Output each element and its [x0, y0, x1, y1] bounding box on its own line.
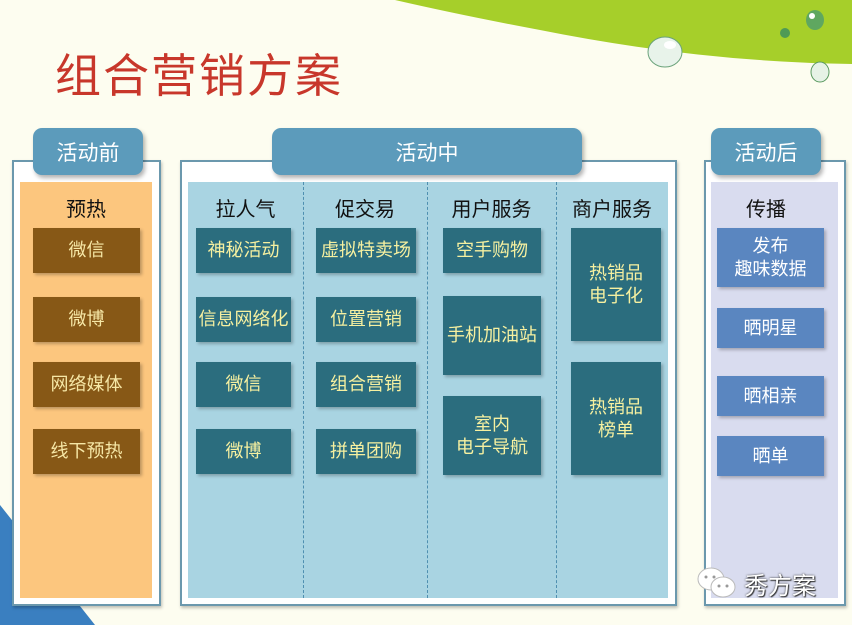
item-box: 空手购物 — [443, 228, 541, 273]
column-divider — [556, 182, 557, 598]
item-box: 网络媒体 — [33, 362, 140, 407]
watermark: 秀方案 — [744, 572, 816, 600]
page-title: 组合营销方案 — [55, 49, 343, 103]
item-box: 信息网络化 — [196, 297, 291, 342]
tab-after: 活动后 — [711, 128, 821, 175]
tab-during: 活动中 — [272, 128, 582, 175]
column-header: 促交易 — [335, 197, 395, 221]
item-box: 晒相亲 — [717, 376, 824, 416]
item-box: 线下预热 — [33, 429, 140, 474]
column-header: 预热 — [66, 197, 106, 221]
column-divider — [427, 182, 428, 598]
item-box: 拼单团购 — [316, 429, 416, 474]
item-box: 微博 — [33, 297, 140, 342]
wechat-icon — [697, 567, 736, 598]
item-box: 组合营销 — [316, 362, 416, 407]
column-header: 用户服务 — [451, 197, 532, 221]
column-divider — [303, 182, 304, 598]
item-box: 晒明星 — [717, 308, 824, 348]
item-box: 室内 电子导航 — [443, 396, 541, 475]
item-box: 热销品 榜单 — [571, 362, 661, 475]
item-box: 位置营销 — [316, 297, 416, 342]
item-box: 微信 — [196, 362, 291, 407]
column-header: 传播 — [746, 197, 786, 221]
item-box: 发布 趣味数据 — [717, 228, 824, 287]
column-header: 商户服务 — [572, 197, 652, 221]
item-box: 神秘活动 — [196, 228, 291, 273]
item-box: 手机加油站 — [443, 296, 541, 375]
item-box: 热销品 电子化 — [571, 228, 661, 341]
water-drop-icon — [806, 10, 824, 30]
item-box: 虚拟特卖场 — [316, 228, 416, 273]
item-box: 微博 — [196, 429, 291, 474]
item-box: 微信 — [33, 228, 140, 273]
column-header: 拉人气 — [215, 197, 276, 221]
item-box: 晒单 — [717, 436, 824, 476]
water-drop-icon — [810, 61, 830, 83]
tab-before: 活动前 — [33, 128, 143, 175]
water-drop-icon — [780, 28, 790, 38]
water-drop-icon — [647, 36, 683, 68]
green-swoosh — [395, 0, 852, 64]
